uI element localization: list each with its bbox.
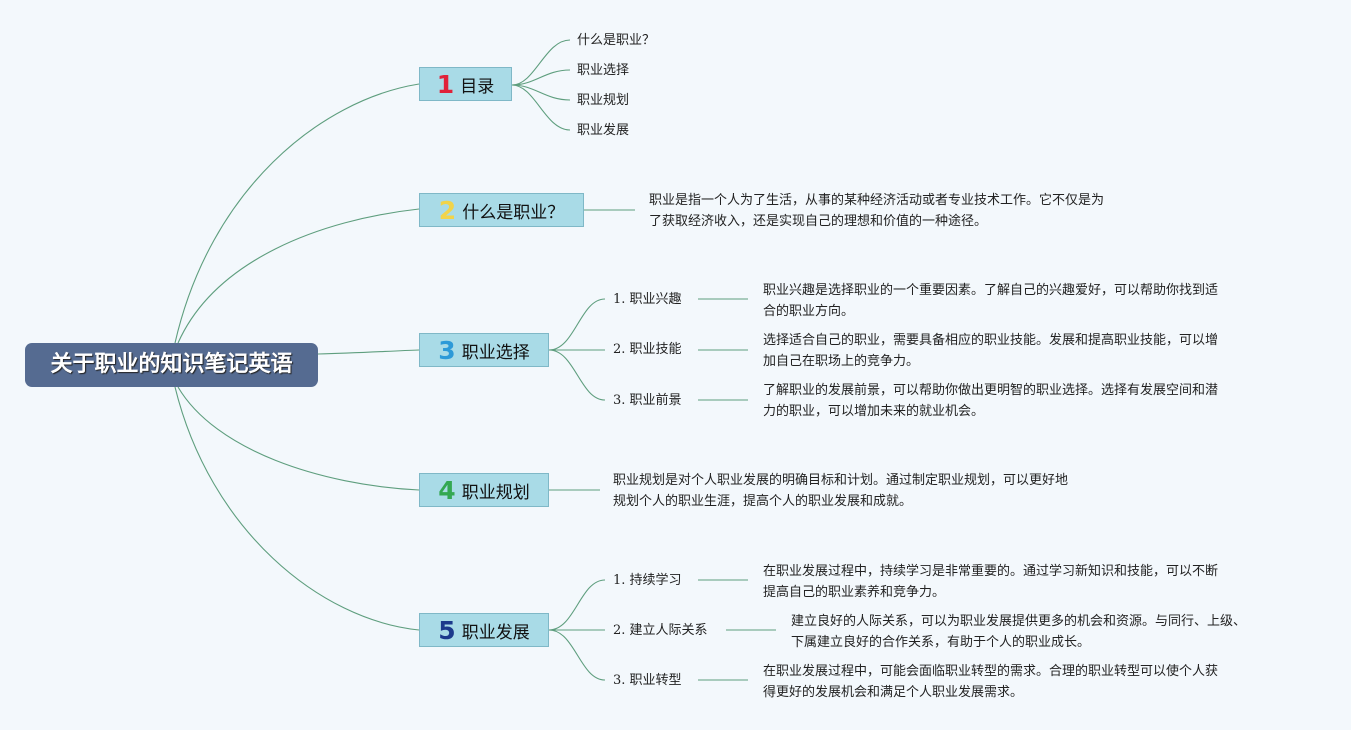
desc-line: 下属建立良好的合作关系，有助于个人的职业成长。: [791, 635, 1091, 650]
desc-line: 职业是指一个人为了生活，从事的某种经济活动或者专业技术工作。它不仅是为: [649, 193, 1105, 208]
connector-b1-item-2: [511, 69, 571, 86]
relationships-description: 建立良好的人际关系，可以为职业发展提供更多的机会和资源。与同行、上级、 下属建立…: [791, 611, 1246, 653]
desc-line: 了解职业的发展前景，可以帮助你做出更明智的职业选择。选择有发展空间和潜: [763, 383, 1219, 398]
subtopic-continuous-learning[interactable]: 1. 持续学习: [613, 573, 682, 588]
connector-root-branch-2: [177, 208, 420, 344]
desc-line: 提高自己的职业素养和竞争力。: [763, 585, 946, 600]
subtopic-career-interest[interactable]: 1. 职业兴趣: [613, 292, 682, 307]
desc-line: 选择适合自己的职业，需要具备相应的职业技能。发展和提高职业技能，可以增: [763, 333, 1219, 348]
number-5-icon: 5: [438, 615, 456, 645]
desc-line: 规划个人的职业生涯，提高个人的职业发展和成就。: [613, 494, 913, 509]
career-interest-description: 职业兴趣是选择职业的一个重要因素。了解自己的兴趣爱好，可以帮助你找到适 合的职业…: [763, 280, 1218, 322]
toc-item-4[interactable]: 职业发展: [577, 123, 630, 138]
branch-4-label: 职业规划: [461, 482, 530, 503]
subtopic-career-skills[interactable]: 2. 职业技能: [613, 342, 682, 357]
connector-root-branch-5: [174, 386, 420, 631]
desc-line: 合的职业方向。: [763, 304, 855, 319]
branch-1-label: 目录: [460, 76, 495, 97]
connector-b1-item-1: [511, 39, 571, 86]
toc-item-2[interactable]: 职业选择: [577, 63, 630, 78]
branch-1-topic[interactable]: 1 目录: [419, 67, 512, 101]
branch-4-topic[interactable]: 4 职业规划: [419, 473, 549, 507]
toc-item-3[interactable]: 职业规划: [577, 93, 630, 108]
connector-root-branch-4: [177, 386, 420, 491]
desc-line: 职业规划是对个人职业发展的明确目标和计划。通过制定职业规划，可以更好地: [613, 473, 1069, 488]
branch-3-label: 职业选择: [461, 342, 530, 363]
number-1-icon: 1: [436, 69, 455, 99]
number-4-icon: 4: [438, 475, 456, 505]
desc-line: 在职业发展过程中，可能会面临职业转型的需求。合理的职业转型可以使个人获: [763, 664, 1219, 679]
connector-b3-sub-1: [548, 298, 606, 351]
root-topic[interactable]: 关于职业的知识笔记英语: [25, 343, 318, 387]
desc-line: 职业兴趣是选择职业的一个重要因素。了解自己的兴趣爱好，可以帮助你找到适: [763, 283, 1219, 298]
subtopic-career-prospects[interactable]: 3. 职业前景: [613, 393, 682, 408]
desc-line: 在职业发展过程中，持续学习是非常重要的。通过学习新知识和技能，可以不断: [763, 564, 1219, 579]
connector-root-branch-1: [174, 83, 420, 344]
branch-2-description: 职业是指一个人为了生活，从事的某种经济活动或者专业技术工作。它不仅是为 了获取经…: [649, 190, 1104, 232]
desc-line: 建立良好的人际关系，可以为职业发展提供更多的机会和资源。与同行、上级、: [791, 614, 1247, 629]
desc-line: 力的职业，可以增加未来的就业机会。: [763, 404, 985, 419]
desc-line: 得更好的发展机会和满足个人职业发展需求。: [763, 685, 1024, 700]
desc-line: 加自己在职场上的竞争力。: [763, 354, 920, 369]
connector-b1-item-3: [511, 84, 571, 101]
career-prospects-description: 了解职业的发展前景，可以帮助你做出更明智的职业选择。选择有发展空间和潜 力的职业…: [763, 380, 1218, 422]
branch-5-label: 职业发展: [461, 622, 530, 643]
connector-b1-item-4: [511, 84, 571, 131]
branch-4-description: 职业规划是对个人职业发展的明确目标和计划。通过制定职业规划，可以更好地 规划个人…: [613, 470, 1068, 512]
desc-line: 了获取经济收入，还是实现自己的理想和价值的一种途径。: [649, 214, 988, 229]
career-skills-description: 选择适合自己的职业，需要具备相应的职业技能。发展和提高职业技能，可以增 加自己在…: [763, 330, 1218, 372]
number-2-icon: 2: [438, 195, 457, 225]
branch-2-topic[interactable]: 2 什么是职业？: [419, 193, 584, 227]
connector-b3-sub-3: [548, 349, 606, 401]
branch-2-label: 什么是职业？: [462, 202, 565, 223]
connector-b5-sub-1: [548, 579, 606, 631]
connector-root-branch-3: [317, 349, 420, 355]
number-3-icon: 3: [438, 335, 456, 365]
continuous-learning-description: 在职业发展过程中，持续学习是非常重要的。通过学习新知识和技能，可以不断 提高自己…: [763, 561, 1218, 603]
subtopic-career-transition[interactable]: 3. 职业转型: [613, 673, 682, 688]
toc-item-1[interactable]: 什么是职业？: [577, 33, 656, 48]
branch-5-topic[interactable]: 5 职业发展: [419, 613, 549, 647]
career-transition-description: 在职业发展过程中，可能会面临职业转型的需求。合理的职业转型可以使个人获 得更好的…: [763, 661, 1218, 703]
subtopic-relationships[interactable]: 2. 建立人际关系: [613, 623, 708, 638]
branch-3-topic[interactable]: 3 职业选择: [419, 333, 549, 367]
connector-b5-sub-3: [548, 629, 606, 681]
